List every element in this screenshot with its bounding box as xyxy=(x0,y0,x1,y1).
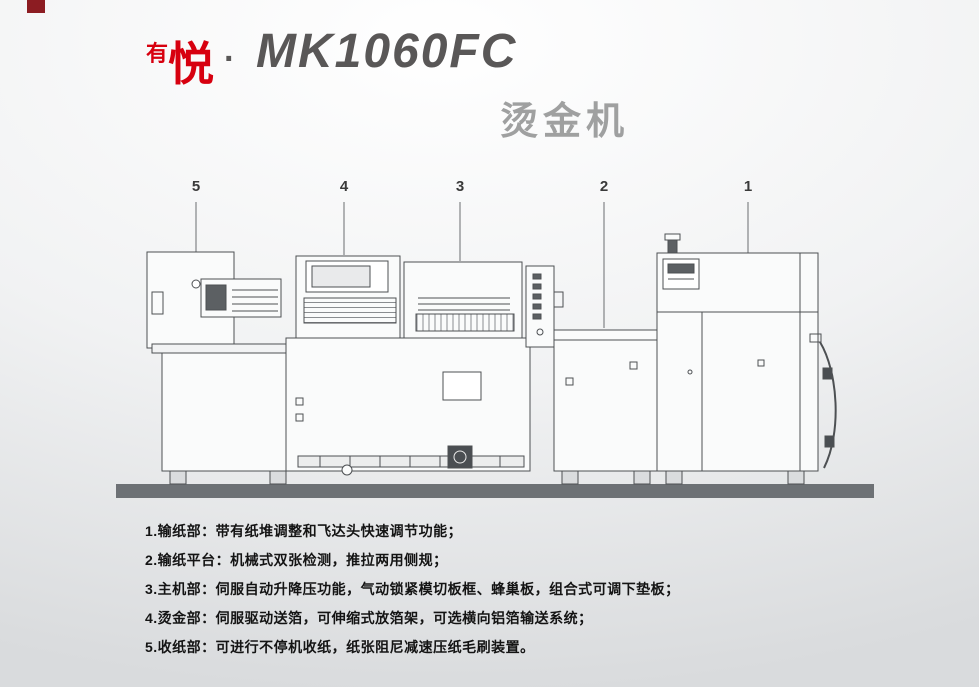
callout-number-2: 2 xyxy=(599,178,609,195)
callout-number-4: 4 xyxy=(339,178,349,195)
brand-separator: · xyxy=(224,40,236,78)
feature-item-2: 2.输纸平台：机械式双张检测，推拉两用侧规； xyxy=(145,552,448,568)
model-name: MK1060FC xyxy=(256,25,518,78)
brand-header: 有 悦 · MK1060FC 烫金机 xyxy=(0,0,979,150)
callout-number-3: 3 xyxy=(455,178,465,195)
callout-leader-lines xyxy=(195,202,749,328)
feature-item-5: 5.收纸部：可进行不停机收纸，纸张阻尼减速压纸毛刷装置。 xyxy=(145,639,535,655)
callout-number-1: 1 xyxy=(743,178,753,195)
brand-prefix-small: 有 xyxy=(146,41,169,66)
corner-red-tab xyxy=(27,0,45,13)
feature-item-1: 1.输纸部：带有纸堆调整和飞达头快速调节功能； xyxy=(145,523,463,539)
feature-list: 1.输纸部：带有纸堆调整和飞达头快速调节功能； 2.输纸平台：机械式双张检测，推… xyxy=(145,517,680,662)
ground-bar xyxy=(116,484,874,498)
brand-prefix-large: 悦 xyxy=(168,38,214,90)
feature-item-4: 4.烫金部：伺服驱动送箔，可伸缩式放箔架，可选横向铝箔输送系统； xyxy=(145,610,593,626)
feature-item-3: 3.主机部：伺服自动升降压功能，气动锁紧模切板框、蜂巢板，组合式可调下垫板； xyxy=(145,581,680,597)
callout-number-5: 5 xyxy=(191,178,201,195)
product-type-label: 烫金机 xyxy=(500,101,630,143)
